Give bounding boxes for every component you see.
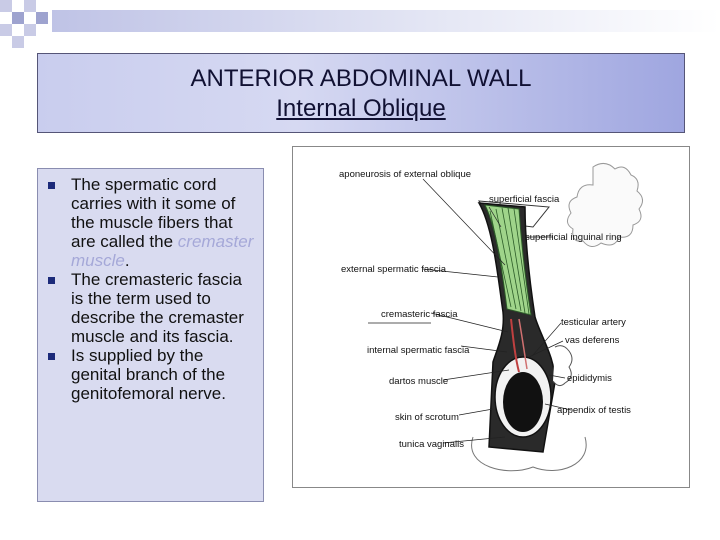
label-superficial-ring: superficial inguinal ring	[525, 232, 622, 243]
label-skin-scrotum: skin of scrotum	[395, 412, 459, 423]
testicular-artery	[510, 318, 520, 373]
label-testicular-artery: testicular artery	[561, 317, 626, 328]
bullet-item: The cremasteric fascia is the term used …	[38, 270, 257, 346]
bullet-square-icon	[48, 182, 55, 189]
label-aponeurosis: aponeurosis of external oblique	[339, 169, 471, 180]
slide-title: ANTERIOR ABDOMINAL WALL	[190, 65, 532, 92]
bullet-panel: The spermatic cord carries with it some …	[37, 168, 264, 502]
slide-subtitle: Internal Oblique	[276, 95, 446, 122]
decor-square	[0, 0, 12, 12]
label-epididymis: epididymis	[567, 373, 612, 384]
label-cremasteric-fascia: cremasteric fascia	[381, 309, 458, 320]
muscle-fibers	[489, 207, 530, 315]
label-internal-spermatic: internal spermatic fascia	[367, 345, 470, 356]
epididymis-outline	[552, 345, 573, 387]
scrotum-outline	[471, 436, 587, 472]
decor-square	[24, 24, 36, 36]
decor-square	[24, 0, 36, 12]
vas-deferens	[518, 318, 528, 370]
label-external-spermatic: external spermatic fascia	[341, 264, 447, 275]
testis-inner	[503, 372, 543, 432]
decor-square	[36, 12, 48, 24]
bullet-item: The spermatic cord carries with it some …	[38, 175, 257, 270]
bullet-emphasis: cremaster muscle	[71, 232, 254, 270]
decor-square	[12, 12, 24, 24]
spermatic-cord-illustration: aponeurosis of external oblique superfic…	[339, 163, 643, 472]
bullet-text: The cremasteric fascia is the term used …	[71, 270, 244, 346]
bullet-square-icon	[48, 277, 55, 284]
tissue-outline	[567, 163, 643, 247]
header-gradient-bar	[52, 10, 720, 32]
bullet-text: Is supplied by the genital branch of the…	[71, 346, 226, 403]
decor-square	[12, 36, 24, 48]
bullet-item: Is supplied by the genital branch of the…	[38, 346, 257, 403]
decor-square	[0, 24, 12, 36]
bullet-list: The spermatic cord carries with it some …	[38, 169, 263, 403]
label-superficial-fascia: superficial fascia	[489, 194, 560, 205]
title-box: ANTERIOR ABDOMINAL WALL Internal Oblique	[37, 53, 685, 133]
label-appendix-testis: appendix of testis	[557, 405, 631, 416]
bullet-text: The spermatic cord carries with it some …	[71, 175, 236, 251]
label-vas-deferens: vas deferens	[565, 335, 620, 346]
label-dartos: dartos muscle	[389, 376, 448, 387]
bullet-text-after: .	[124, 251, 130, 270]
leader-lines	[368, 178, 572, 444]
bullet-square-icon	[48, 353, 55, 360]
anatomy-figure: aponeurosis of external oblique superfic…	[292, 146, 690, 488]
label-tunica-vaginalis: tunica vaginalis	[399, 439, 464, 450]
